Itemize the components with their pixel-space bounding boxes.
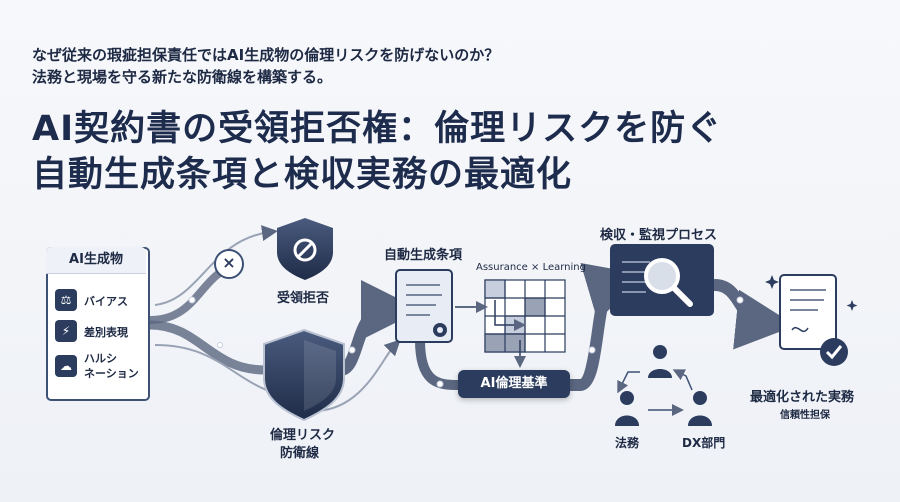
subtitle-line-1: なぜ従来の瑕疵担保責任ではAI生成物の倫理リスクを防げないのか？ bbox=[32, 46, 500, 64]
reject-x-icon: × bbox=[222, 253, 236, 272]
ai-output-item-hallucination-1: ハルシ bbox=[84, 352, 117, 365]
reject-label: 受領拒否 bbox=[277, 291, 330, 306]
sparkles bbox=[188, 296, 744, 388]
team-cycle-arrows bbox=[617, 369, 693, 416]
ai-ethics-standard-badge: AI倫理基準 bbox=[458, 370, 570, 398]
team-legal-label: 法務 bbox=[615, 436, 640, 450]
matrix-label: Assurance × Learning bbox=[476, 262, 586, 273]
defense-label-1: 倫理リスク bbox=[270, 428, 336, 443]
magnifier-screen-icon bbox=[610, 244, 714, 316]
team-dx-label: DX部門 bbox=[682, 436, 726, 450]
result-label: 最適化された実務 bbox=[750, 390, 855, 405]
auto-clause-label: 自動生成条項 bbox=[384, 248, 463, 263]
title-line-2: 自動生成条項と検収実務の最適化 bbox=[32, 155, 573, 195]
ai-output-title: AI生成物 bbox=[46, 247, 146, 274]
document-gear-icon bbox=[395, 269, 453, 343]
discrimination-icon: ⚡ bbox=[55, 320, 77, 342]
signed-document-check-icon bbox=[779, 274, 848, 366]
hallucination-icon: ☁ bbox=[55, 355, 77, 377]
shield-icon bbox=[263, 328, 345, 422]
ban-shield-icon bbox=[277, 218, 333, 280]
bias-icon: ⚖ bbox=[55, 289, 77, 311]
ai-output-item-discrimination: 差別表現 bbox=[84, 326, 128, 339]
sparkle-stars bbox=[765, 275, 858, 311]
subtitle-line-2: 法務と現場を守る新たな防衛線を構築する。 bbox=[32, 68, 333, 86]
reject-x-circle bbox=[214, 249, 244, 279]
result-sublabel: 信頼性担保 bbox=[780, 410, 830, 421]
defense-label-2: 防衛線 bbox=[280, 446, 320, 461]
ai-output-item-bias: バイアス bbox=[84, 295, 128, 308]
male-person-icon bbox=[688, 391, 712, 426]
title-line-1: AI契約書の受領拒否権：倫理リスクを防ぐ bbox=[32, 109, 723, 149]
inspection-label: 検収・監視プロセス bbox=[600, 228, 718, 243]
assurance-learning-matrix bbox=[455, 279, 566, 368]
ai-output-item-hallucination-2: ネーション bbox=[84, 367, 139, 380]
female-person-icon bbox=[615, 391, 639, 426]
person-icon bbox=[648, 345, 672, 378]
